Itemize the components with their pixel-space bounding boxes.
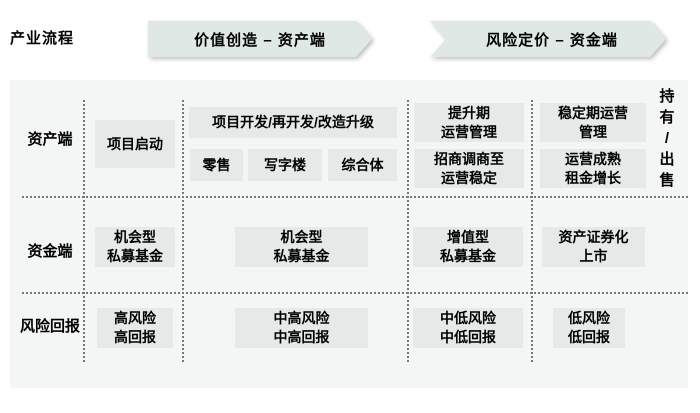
box-line: 增值型 bbox=[447, 229, 489, 245]
box-stable-ops: 稳定期运营 管理 bbox=[540, 103, 646, 142]
box-line: 项目启动 bbox=[107, 135, 163, 152]
hold-sell-char: 有 bbox=[659, 109, 675, 126]
box-line: 中高回报 bbox=[273, 329, 330, 345]
hold-sell-char: / bbox=[664, 130, 670, 147]
box-line: 运营成熟 bbox=[565, 150, 621, 167]
box-uplift-ops: 提升期 运营管理 bbox=[414, 103, 524, 142]
box-risk-low: 低风险 低回报 bbox=[553, 308, 625, 348]
box-line: 中低回报 bbox=[440, 329, 496, 345]
stage-arrow-shape: 风险定价 – 资金端 bbox=[430, 21, 666, 57]
box-retail: 零售 bbox=[190, 149, 243, 181]
box-opportunistic-fund-2: 机会型 私募基金 bbox=[235, 227, 368, 267]
column-divider bbox=[83, 100, 85, 362]
flow-title: 产业流程 bbox=[10, 30, 75, 47]
box-line: 低回报 bbox=[568, 329, 610, 345]
box-securitization: 资产证券化 上市 bbox=[542, 227, 645, 267]
box-line: 上市 bbox=[579, 248, 608, 264]
box-line: 运营稳定 bbox=[441, 169, 497, 186]
row-label-capital: 资金端 bbox=[27, 243, 73, 260]
box-complex: 综合体 bbox=[328, 149, 397, 181]
box-line: 私募基金 bbox=[107, 248, 163, 264]
hold-sell-char: 售 bbox=[659, 172, 675, 189]
row-divider bbox=[22, 292, 688, 294]
stage-arrow-label: 价值创造 – 资产端 bbox=[194, 31, 326, 49]
box-risk-mid-high: 中高风险 中高回报 bbox=[235, 308, 368, 348]
box-line: 写字楼 bbox=[264, 156, 306, 173]
box-office: 写字楼 bbox=[248, 149, 322, 181]
box-leasing-stabilize: 招商调商至 运营稳定 bbox=[414, 149, 524, 188]
column-divider bbox=[531, 100, 533, 362]
hold-sell-char: 持 bbox=[659, 88, 675, 105]
box-risk-mid-low: 中低风险 中低回报 bbox=[413, 308, 523, 348]
hold-sell-char: 出 bbox=[659, 151, 675, 168]
box-value-add-fund: 增值型 私募基金 bbox=[413, 227, 523, 267]
box-line: 低风险 bbox=[568, 310, 610, 326]
box-line: 招商调商至 bbox=[434, 150, 504, 167]
box-line: 综合体 bbox=[341, 156, 384, 173]
box-development: 项目开发/再开发/改造升级 bbox=[189, 107, 397, 138]
box-line: 中低风险 bbox=[440, 310, 496, 326]
column-divider bbox=[407, 100, 409, 362]
stage-arrow-risk-pricing: 风险定价 – 资金端 bbox=[430, 21, 658, 57]
box-line: 零售 bbox=[202, 156, 231, 173]
column-divider bbox=[182, 100, 184, 362]
box-line: 项目开发/再开发/改造升级 bbox=[212, 114, 374, 130]
box-line: 高回报 bbox=[114, 329, 156, 345]
hold-sell-label: 持 有 / 出 售 bbox=[655, 86, 679, 191]
box-line: 机会型 bbox=[280, 229, 323, 245]
row-divider bbox=[22, 196, 688, 198]
box-line: 运营管理 bbox=[441, 123, 497, 140]
box-mature-rent: 运营成熟 租金增长 bbox=[540, 149, 646, 188]
box-line: 管理 bbox=[579, 123, 607, 140]
box-line: 租金增长 bbox=[565, 169, 621, 186]
box-risk-high: 高风险 高回报 bbox=[97, 308, 173, 348]
box-opportunistic-fund-1: 机会型 私募基金 bbox=[95, 227, 175, 267]
box-project-launch: 项目启动 bbox=[95, 120, 175, 168]
box-line: 机会型 bbox=[114, 229, 156, 245]
box-line: 中高风险 bbox=[273, 310, 330, 326]
row-label-assets: 资产端 bbox=[27, 131, 73, 148]
stage-arrow-value-creation: 价值创造 – 资产端 bbox=[148, 21, 372, 57]
stage-arrow-label: 风险定价 – 资金端 bbox=[486, 31, 618, 49]
box-line: 资产证券化 bbox=[558, 229, 629, 245]
box-line: 私募基金 bbox=[273, 248, 330, 264]
box-line: 提升期 bbox=[448, 104, 490, 121]
stage-arrow-shape: 价值创造 – 资产端 bbox=[148, 21, 372, 57]
row-label-risk: 风险回报 bbox=[19, 318, 80, 335]
box-line: 稳定期运营 bbox=[558, 104, 628, 121]
box-line: 高风险 bbox=[114, 310, 156, 326]
box-line: 私募基金 bbox=[440, 248, 496, 264]
